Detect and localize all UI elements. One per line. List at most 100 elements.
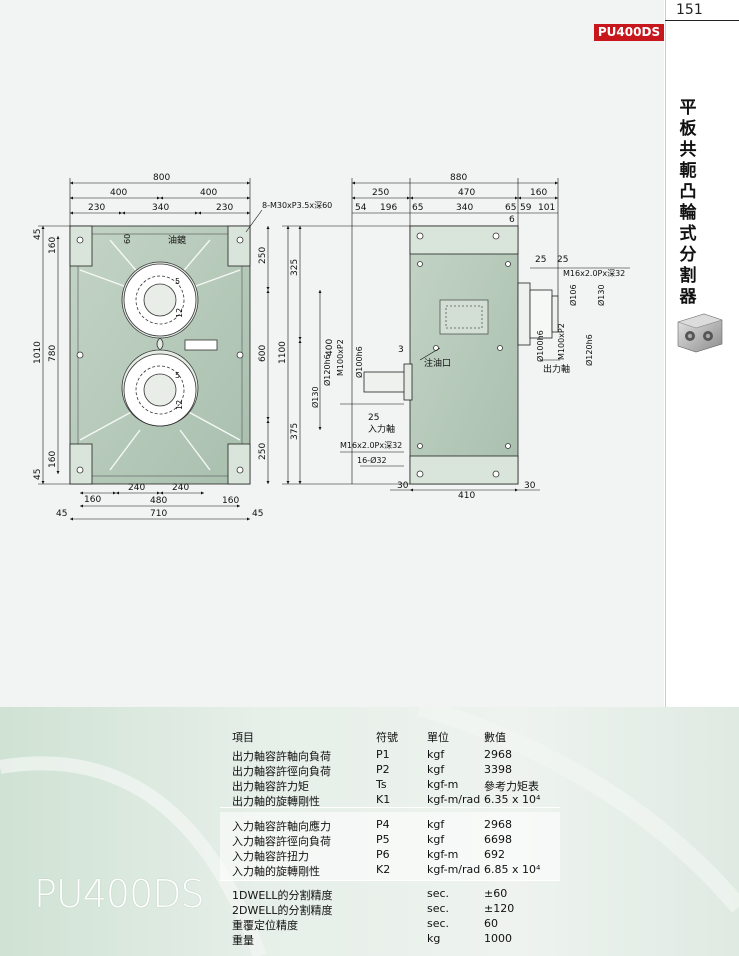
header-unit: 單位 [427,731,449,744]
spec-value: 2968 [484,748,512,761]
spec-unit: kgf-m [427,778,459,791]
spec-item: 1DWELL的分割精度 [232,889,333,902]
spec-unit: sec. [427,917,450,930]
spec-unit: kgf [427,763,445,776]
spec-unit: kgf-m [427,848,459,861]
dim-250-top: 250 [258,247,268,264]
table-band-input [220,812,560,880]
spec-symbol: P1 [376,748,390,761]
spec-symbol: P2 [376,763,390,776]
dim-340-side: 340 [456,203,473,213]
side-divider [665,0,666,707]
dim-1010: 1010 [33,341,43,364]
oil-gauge-label: 油鏡 [168,234,186,246]
dim-325: 325 [290,259,300,276]
vertical-title: 平板共軛凸輪式分割器 [679,98,697,307]
dim-25-a: 25 [535,255,546,265]
spec-item: 出力軸的旋轉剛性 [232,795,320,808]
page-number-rule [665,20,739,21]
spec-item: 入力軸容許徑向負荷 [232,835,331,848]
spec-item: 出力軸容許力矩 [232,780,309,793]
dim-5-upper: 5 [175,277,180,286]
dim-1100: 1100 [278,341,288,364]
dim-480: 480 [150,496,167,506]
spec-value: ±60 [484,887,508,900]
dim-160-top: 160 [48,237,58,254]
input-dia-100: Ø100h6 [354,346,364,378]
spec-value: 參考力矩表 [484,780,539,793]
dim-400: 400 [325,339,335,356]
front-dims: 800 400 400 230 340 230 8-M30xP3.5x深60 油… [33,173,332,519]
dim-54: 54 [355,203,367,213]
bolt-note: 8-M30xP3.5x深60 [262,201,332,210]
dim-65-right: 65 [505,203,516,213]
dim-59: 59 [520,203,532,213]
hole-note: 16-Ø32 [357,455,387,465]
spec-value: 6698 [484,833,512,846]
spec-item: 出力軸容許徑向負荷 [232,765,331,778]
dim-12-upper: 12 [175,308,184,318]
oil-inlet-label: 注油口 [424,357,451,369]
dim-250-bottom: 250 [258,443,268,460]
dim-160-bottom: 160 [48,451,58,468]
spec-value: 60 [484,917,498,930]
header-symbol: 符號 [376,731,398,744]
header-item: 項目 [232,731,254,744]
input-dia-120: Ø120h6 [322,354,332,386]
input-shaft-label: 入力軸 [368,423,395,435]
header-value: 數值 [484,731,506,744]
dim-880: 880 [450,173,467,183]
dim-30-right: 30 [524,481,536,491]
dim-400-right: 400 [200,188,217,198]
dim-710: 710 [150,509,167,519]
dim-160-b-right: 160 [222,496,239,506]
side-strip [664,0,739,707]
output-dia-130: Ø130 [596,284,606,306]
dim-470: 470 [458,188,475,198]
spec-unit: kgf [427,818,445,831]
spec-item: 入力軸容許軸向應力 [232,820,331,833]
spec-symbol: K1 [376,793,391,806]
spec-symbol: P5 [376,833,390,846]
spec-value: 6.85 x 10⁴ [484,863,541,876]
spec-unit: kgf-m/rad [427,793,481,806]
table-divider-2 [220,880,560,881]
spec-item: 重量 [232,934,254,947]
mark-3: 3 [398,345,404,355]
input-thread-m100: M100xP2 [336,339,345,376]
front-view-body [69,225,251,485]
spec-model-name: PU400DS [34,872,205,916]
dim-160: 160 [530,188,547,198]
side-dims: 880 250 470 160 54 196 65 340 65 59 101 … [278,173,625,501]
dim-240-right: 240 [172,483,189,493]
spec-unit: kgf [427,748,445,761]
dim-45-b-left: 45 [56,509,67,519]
spec-unit: kg [427,932,441,945]
spec-unit: kgf [427,833,445,846]
output-thread-note: M16x2.0Px深32 [563,269,625,278]
output-dia-106: Ø106 [568,284,578,306]
spec-item: 出力軸容許軸向負荷 [232,750,331,763]
dim-410: 410 [458,491,475,501]
input-dia-130: Ø130 [310,386,320,408]
spec-unit: sec. [427,887,450,900]
cam-indexer-photo-icon [677,313,723,353]
dim-240-left: 240 [128,483,145,493]
spec-symbol: P4 [376,818,390,831]
dim-101: 101 [538,203,555,213]
dim-25-b: 25 [557,255,568,265]
dim-45-b-right: 45 [252,509,263,519]
output-dia-100: Ø100h6 [535,330,545,362]
dim-5-lower: 5 [175,371,180,380]
page-number: 151 [676,2,703,18]
dim-780: 780 [48,345,58,362]
output-dia-120: Ø120h6 [584,334,594,366]
spec-item: 入力軸容許扭力 [232,850,309,863]
dim-30-left: 30 [397,481,409,491]
dim-196: 196 [380,203,397,213]
spec-value: 6.35 x 10⁴ [484,793,541,806]
dim-250: 250 [372,188,389,198]
spec-item: 2DWELL的分割精度 [232,904,333,917]
dim-6: 6 [509,215,515,225]
dim-60: 60 [123,234,132,244]
